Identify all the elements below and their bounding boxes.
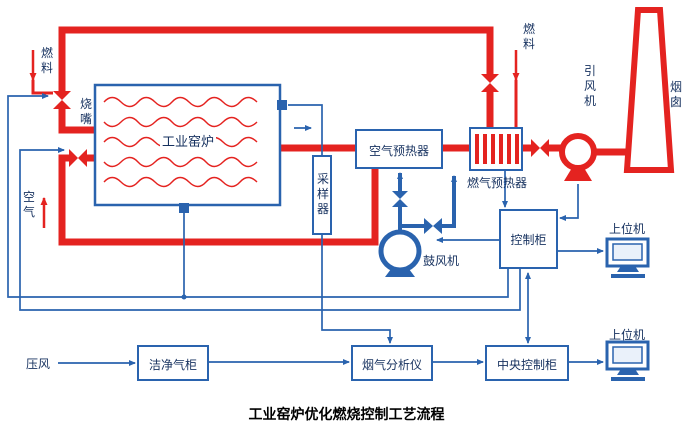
fuel-left-feed [31,80,53,95]
air-label: 空气 [22,190,35,219]
control-cabinet-label: 控制柜 [510,233,547,247]
diagram-title: 工业窑炉优化燃烧控制工艺流程 [248,406,445,422]
fuel-valve-right [481,74,499,92]
sampler-to-analyzer-line [321,234,393,344]
preheated-gas-return-pipe [58,26,494,91]
air-preheater-label: 空气预热器 [368,144,429,158]
cabinet-to-air-valve-signal [19,147,521,311]
heat-exchanger-tubes [475,134,519,164]
burner-fuel-pipe [58,109,98,134]
gas-preheater-label: 燃气预热器 [466,176,527,190]
red-pipes [58,26,632,246]
gas-preheater-box [469,127,523,171]
host-computer-bottom-label: 上位机 [608,328,645,342]
blower-valve-vertical [392,191,408,207]
burner-label: 烧嘴 [79,97,92,126]
sampler-box [312,155,332,235]
signal-junction-dot [181,294,187,300]
fuel-right-label: 燃料 [522,22,535,51]
host-computer-bottom-icon [605,340,650,381]
induced-draft-fan-label: 引风机 [583,64,596,108]
kiln-sampling-probe-line [288,104,323,156]
clean-gas-cabinet-label: 洁净气柜 [148,358,197,372]
host-computer-top-label: 上位机 [608,222,645,236]
flue-valve [531,139,549,157]
flame-squiggles [103,96,258,188]
blower-label: 鼓风机 [423,254,460,268]
preheated-air-loop-pipe [58,154,379,246]
control-cabinet-box [499,209,558,269]
clean-gas-cabinet-box [137,345,209,381]
kiln-label: 工业窑炉 [160,131,217,150]
fan-to-cabinet-signal [559,184,579,221]
host-computer-top-icon [605,237,650,278]
air-valve [69,149,87,167]
blower-fan-symbol [378,229,422,277]
sampler-label: 采样器 [316,172,329,216]
signal-lines [7,93,604,366]
blue-pipes [397,172,457,232]
central-control-cabinet-box [485,345,569,381]
branch-to-preheater-pipe [442,175,457,228]
central-control-cabinet-label: 中央控制柜 [496,358,557,372]
fuel-left-label: 燃料 [40,46,53,75]
fuel-valve-left [53,91,71,109]
flue-gas-analyzer-label: 烟气分析仪 [361,358,422,372]
induced-draft-fan-symbol [559,133,597,181]
cabinet-to-fuel-valve-signal [7,93,509,298]
flue-gas-analyzer-box [351,345,433,381]
kiln-sampling-port [277,100,287,110]
chimney-shape [623,7,675,173]
air-preheater-box [355,129,443,169]
compressed-air-label: 压风 [26,357,51,371]
kiln-bottom-sensor [179,203,189,213]
chimney-label: 烟囱 [669,80,682,109]
blower-valve-horizontal [424,218,442,234]
